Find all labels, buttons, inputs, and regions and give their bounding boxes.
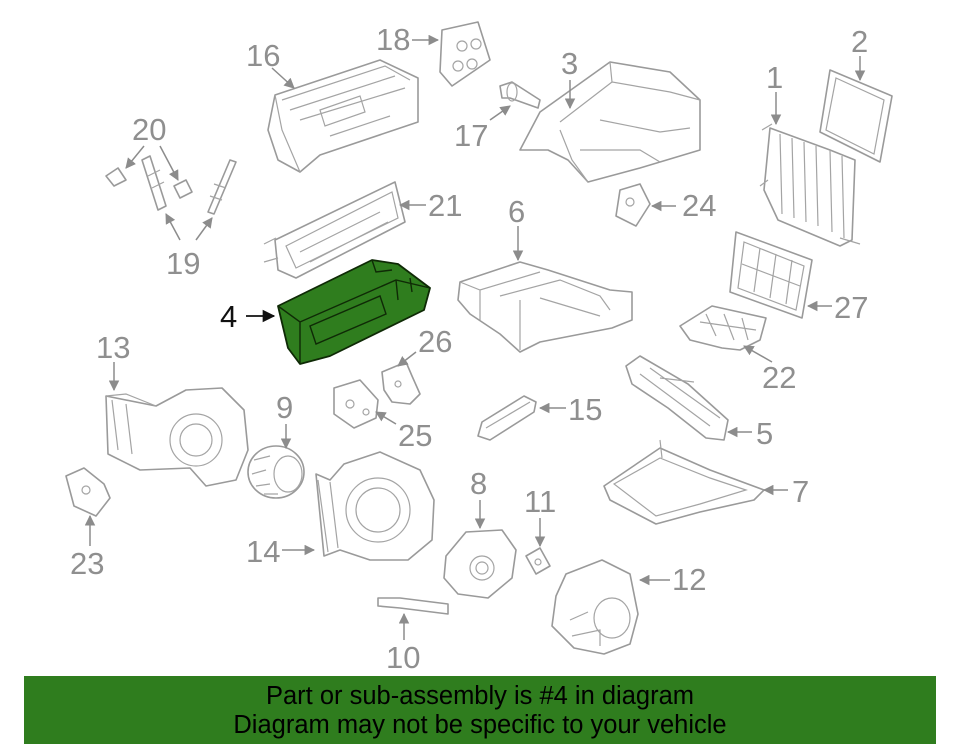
part-27-filter: [729, 231, 813, 319]
callout-11: 11: [524, 484, 556, 519]
part-19-20-clips: [105, 155, 237, 215]
callout-6: 6: [508, 194, 525, 229]
part-24-bracket: [615, 183, 651, 227]
callout-24: 24: [682, 188, 716, 223]
callout-12: 12: [672, 562, 706, 597]
callout-16: 16: [246, 38, 280, 73]
callout-1: 1: [766, 60, 783, 95]
callout-8: 8: [470, 466, 487, 501]
callout-7: 7: [792, 474, 809, 509]
part-1-core: [759, 123, 861, 247]
callout-21: 21: [428, 188, 462, 223]
part-23-actuator: [65, 467, 111, 517]
part-13-housing: [105, 387, 249, 487]
part-5-cover: [625, 355, 729, 441]
callout-18: 18: [376, 22, 410, 57]
part-14-housing: [315, 451, 435, 561]
part-17-fitting: [499, 81, 541, 109]
parts-diagram: 16 18 3 2 1 17 20 21 19 24 6 4 27 26 13 …: [65, 21, 893, 675]
callout-14: 14: [246, 534, 280, 569]
callout-26: 26: [418, 324, 452, 359]
part-22-door: [679, 305, 767, 351]
part-16-housing: [267, 59, 419, 173]
footer-line-2: Diagram may not be specific to your vehi…: [233, 711, 727, 739]
part-7-tray: [603, 439, 765, 525]
leader-lines: [84, 34, 866, 640]
part-26-bracket: [381, 361, 421, 405]
callout-23: 23: [70, 546, 104, 581]
part-18-plate: [439, 21, 491, 87]
callout-19: 19: [166, 246, 200, 281]
callout-27: 27: [834, 290, 868, 325]
callout-13: 13: [96, 330, 130, 365]
part-11-bracket: [525, 547, 551, 575]
part-8-motor: [443, 529, 517, 599]
part-2-frame: [819, 69, 893, 163]
callout-15: 15: [568, 392, 602, 427]
footer-banner: Part or sub-assembly is #4 in diagram Di…: [24, 676, 936, 744]
footer-line-1: Part or sub-assembly is #4 in diagram: [265, 682, 694, 710]
part-9-wheel: [247, 445, 305, 499]
part-6-case: [457, 261, 633, 353]
callout-4: 4: [220, 299, 237, 334]
callout-3: 3: [561, 46, 578, 81]
part-10-hose: [377, 597, 449, 615]
part-4-tray-highlighted: [277, 259, 431, 365]
callout-17: 17: [454, 118, 488, 153]
callout-9: 9: [276, 390, 293, 425]
part-12-scroll: [551, 559, 639, 655]
part-3-duct: [519, 61, 701, 183]
callout-20: 20: [132, 112, 166, 147]
callout-5: 5: [756, 416, 773, 451]
callout-2: 2: [851, 24, 868, 59]
callout-25: 25: [398, 418, 432, 453]
callout-10: 10: [386, 640, 420, 675]
part-25-actuator: [333, 379, 379, 429]
part-21-panel: [263, 181, 406, 279]
callout-22: 22: [762, 360, 796, 395]
part-15-strip: [477, 395, 537, 441]
